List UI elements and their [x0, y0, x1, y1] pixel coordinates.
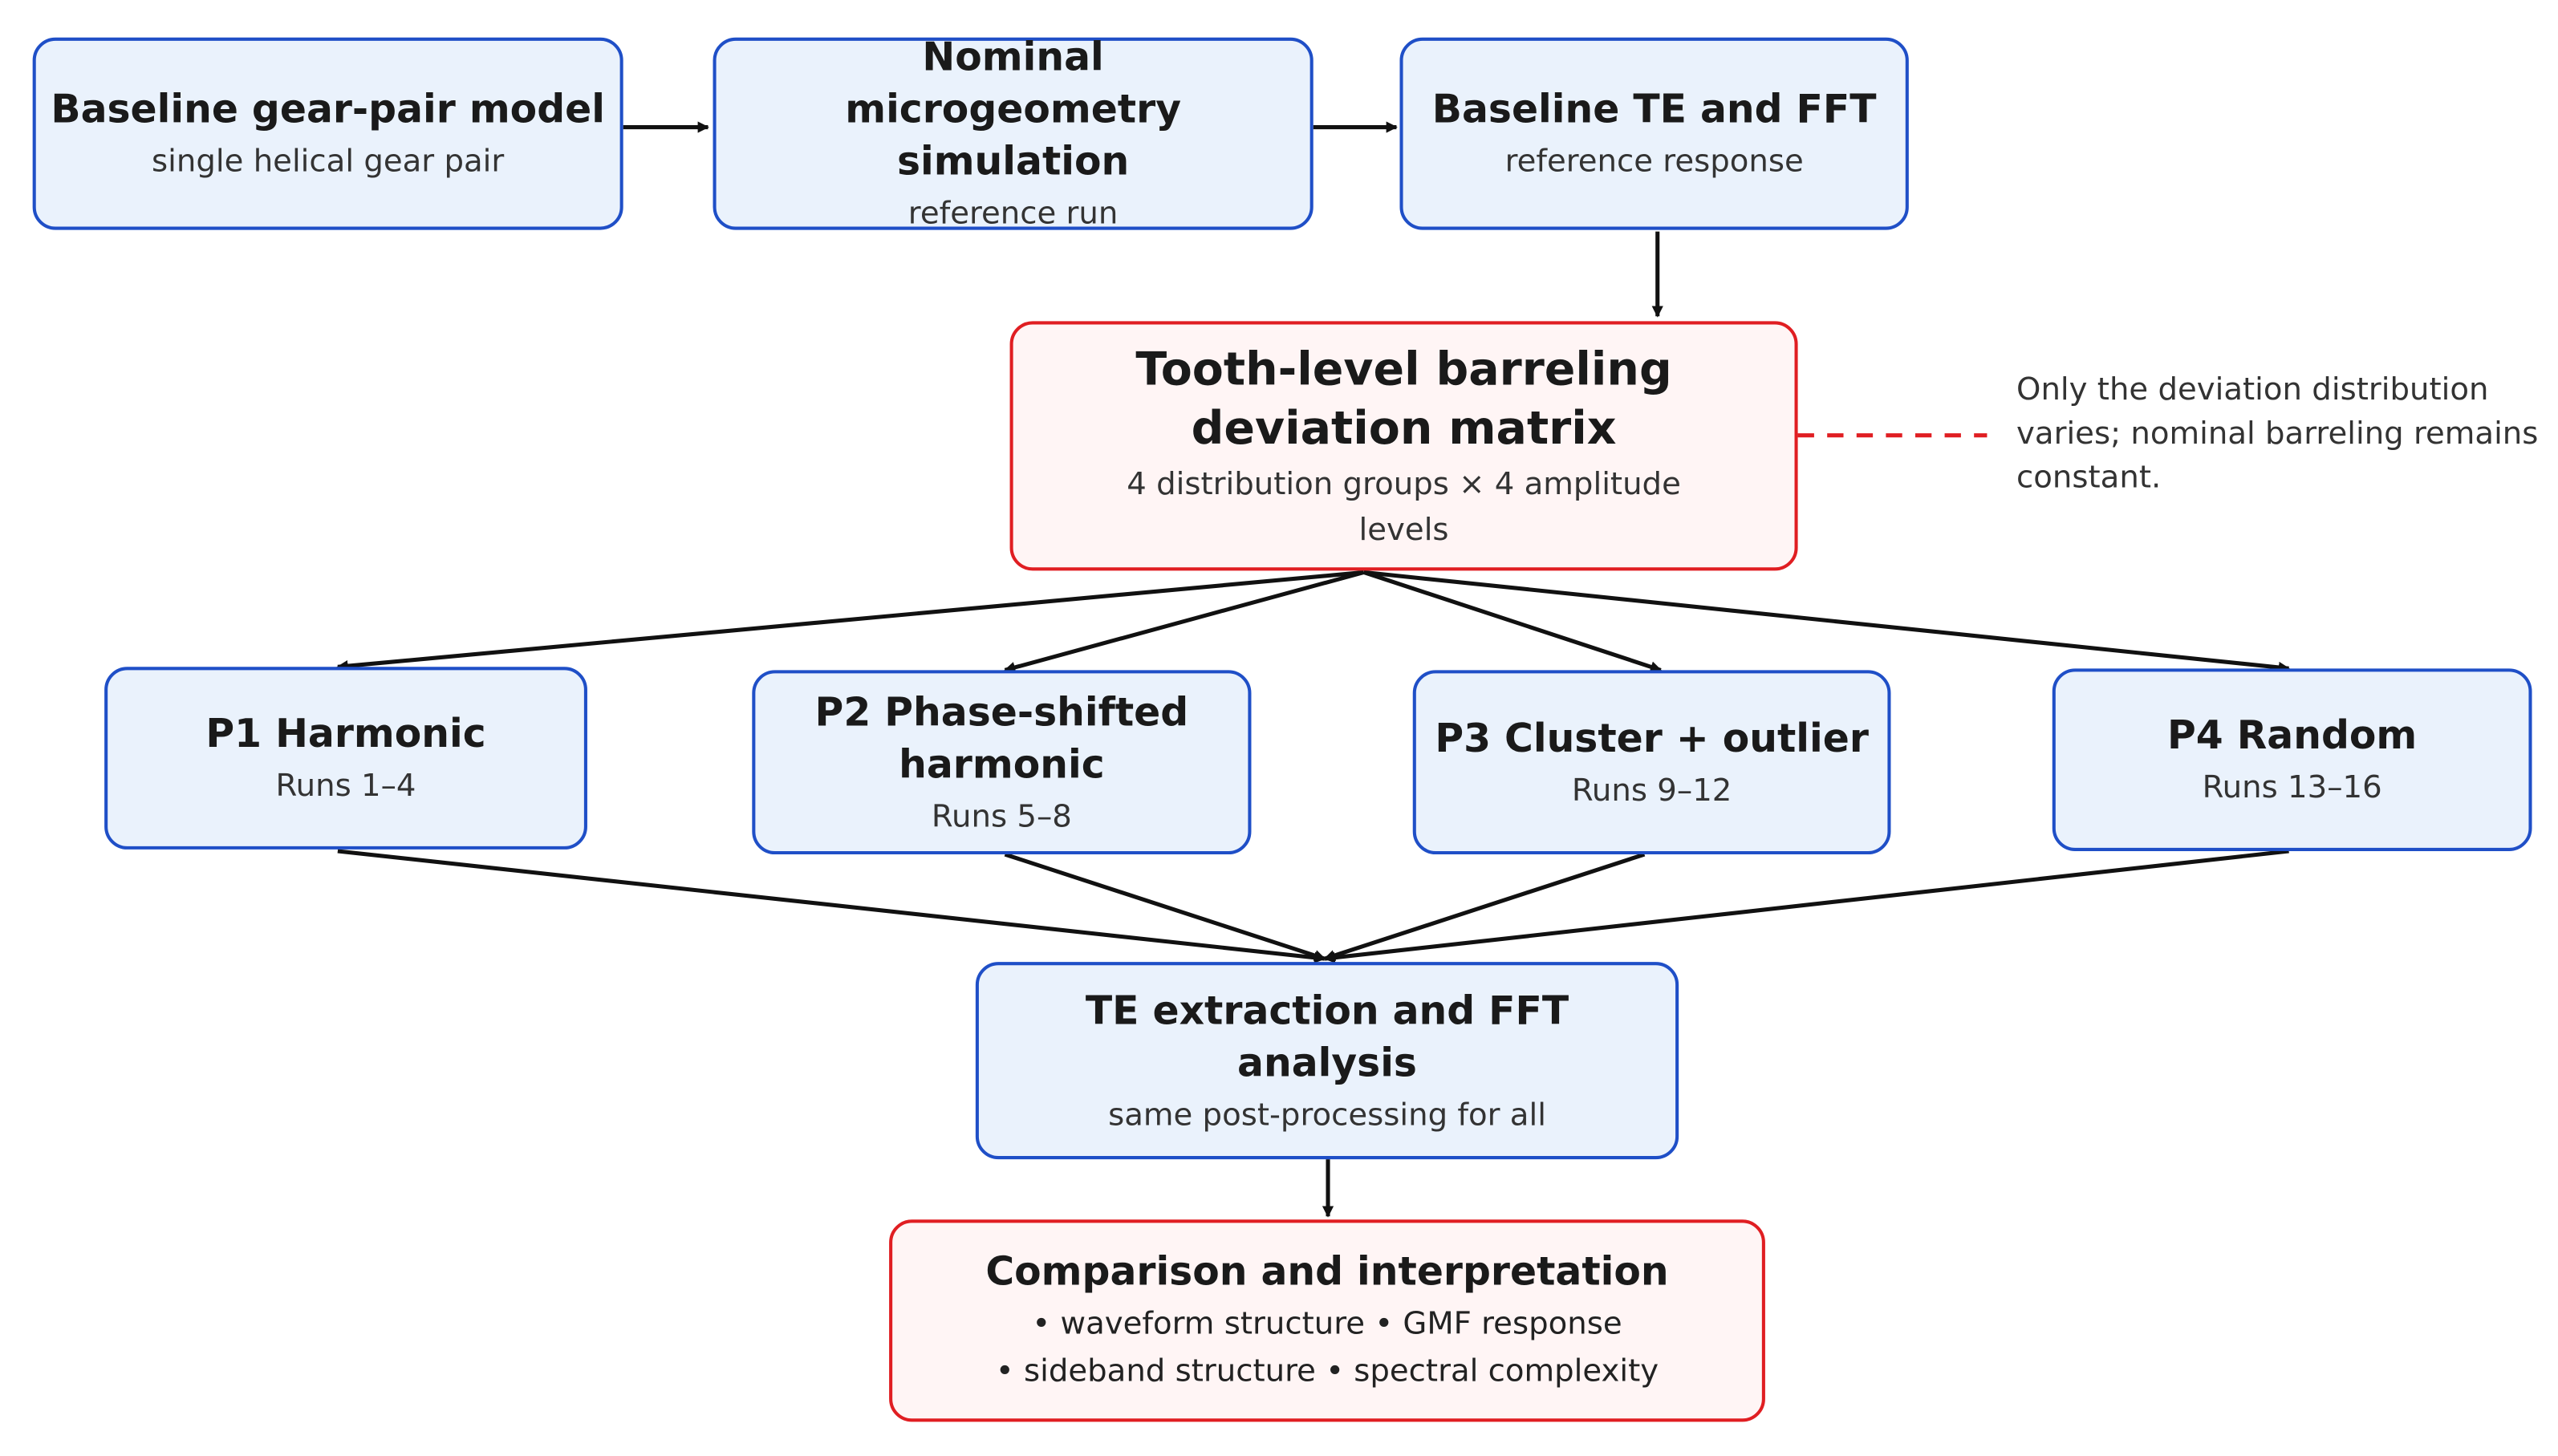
- arrow-p3-to-te: [1323, 852, 1646, 961]
- arrow-matrix-to-p4: [1363, 570, 2290, 674]
- node-title: P4 Random: [2167, 712, 2418, 759]
- node-baseline-te-fft: Baseline TE and FFT reference response: [1399, 37, 1909, 230]
- node-p2-phase-shifted: P2 Phase-shifted harmonic Runs 5–8: [752, 670, 1252, 855]
- node-subtitle: Runs 1–4: [275, 768, 416, 805]
- arrow-matrix-to-p2: [1004, 570, 1365, 673]
- node-title: TE extraction and FFT analysis: [1085, 987, 1569, 1085]
- node-title: P2 Phase-shifted harmonic: [814, 688, 1189, 787]
- node-p1-harmonic: P1 Harmonic Runs 1–4: [104, 667, 587, 850]
- node-title: Tooth-level barreling deviation matrix: [1135, 341, 1672, 455]
- node-title: P3 Cluster + outlier: [1435, 715, 1869, 761]
- node-subtitle: same post-processing for all: [1108, 1096, 1546, 1133]
- node-subtitle: 4 distribution groups × 4 amplitude leve…: [1127, 465, 1681, 547]
- arrow-matrix-to-p1: [336, 570, 1364, 672]
- annotation-note: Only the deviation distribution varies; …: [2016, 371, 2539, 496]
- node-nominal-simulation: Nominal microgeometry simulation referen…: [713, 34, 1314, 232]
- bullet-line: • waveform structure • GMF response: [1032, 1306, 1622, 1342]
- node-title: Baseline TE and FFT: [1431, 86, 1877, 132]
- arrow-p2-to-te: [1004, 852, 1326, 961]
- node-subtitle: reference response: [1504, 143, 1804, 180]
- bullet-line: • sideband structure • spectral complexi…: [995, 1353, 1659, 1389]
- node-subtitle: Runs 5–8: [931, 797, 1072, 834]
- arrow-p1-to-te: [337, 849, 1326, 963]
- node-baseline-model: Baseline gear-pair model single helical …: [32, 37, 623, 230]
- node-p4-random: P4 Random Runs 13–16: [2052, 668, 2532, 851]
- arrow-p4-to-te: [1323, 849, 2289, 963]
- node-subtitle: Runs 13–16: [2202, 769, 2382, 806]
- node-title: Baseline gear-pair model: [51, 86, 605, 132]
- node-subtitle: Runs 9–12: [1571, 772, 1732, 809]
- node-subtitle: reference run: [907, 195, 1119, 232]
- node-p3-cluster-outlier: P3 Cluster + outlier Runs 9–12: [1412, 670, 1891, 855]
- node-te-extraction: TE extraction and FFT analysis same post…: [975, 962, 1679, 1160]
- arrow-matrix-to-p3: [1362, 570, 1663, 673]
- node-title: Nominal microgeometry simulation: [845, 34, 1182, 185]
- node-title: Comparison and interpretation: [985, 1248, 1669, 1295]
- node-subtitle: single helical gear pair: [152, 143, 505, 180]
- node-deviation-matrix: Tooth-level barreling deviation matrix 4…: [1009, 321, 1798, 571]
- node-title: P1 Harmonic: [205, 711, 486, 757]
- node-comparison: Comparison and interpretation • waveform…: [889, 1219, 1765, 1422]
